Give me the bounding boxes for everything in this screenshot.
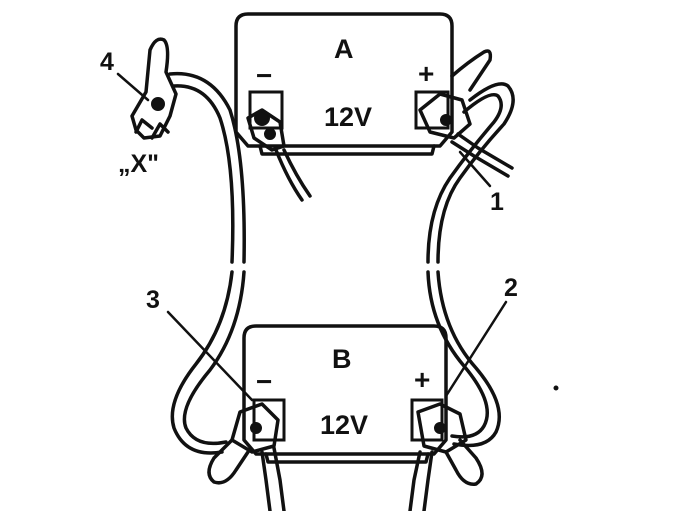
black-cable-inner <box>172 84 235 264</box>
battery-a-voltage: 12V <box>324 102 373 132</box>
red-cable-inner <box>426 93 503 264</box>
label-clamp-2: 2 <box>504 274 518 302</box>
red-cable-b-inner <box>426 270 489 439</box>
red-cable-b-outer <box>436 270 501 448</box>
black-cable-b-inner <box>170 270 234 455</box>
label-clamp-4: 4 <box>100 48 114 76</box>
red-cable-outer <box>436 82 515 264</box>
clamp-3-on-b-negative <box>207 402 286 511</box>
black-cable-b-outer <box>182 270 246 446</box>
label-clamp-1: 1 <box>490 188 504 216</box>
leader-line-1 <box>458 150 492 188</box>
battery-b-minus-sign: − <box>256 366 273 397</box>
speck <box>553 385 559 391</box>
label-clamp-3: 3 <box>146 286 160 314</box>
clamp-1-on-a-positive <box>418 49 514 178</box>
battery-a-minus-sign: − <box>256 60 273 91</box>
battery-b-base <box>264 452 430 464</box>
battery-b-voltage: 12V <box>320 410 369 440</box>
leader-line-3 <box>166 310 254 402</box>
battery-a-name: A <box>334 34 354 64</box>
battery-a <box>234 12 454 156</box>
leader-line-4 <box>116 72 150 102</box>
battery-b-body <box>242 324 448 456</box>
battery-b-name: B <box>332 344 352 374</box>
battery-a-body <box>234 12 454 148</box>
battery-a-base <box>258 144 436 156</box>
black-cable-outer <box>168 71 246 264</box>
label-ground-point-x: „X" <box>118 150 160 178</box>
leader-line-2 <box>444 300 508 398</box>
clamp-4-ground <box>130 37 178 140</box>
clamp-a-negative <box>246 108 312 202</box>
battery-b-plus-sign: + <box>414 364 431 395</box>
battery-a-plus-sign: + <box>418 58 435 89</box>
clamp-2-on-b-positive <box>408 402 484 511</box>
